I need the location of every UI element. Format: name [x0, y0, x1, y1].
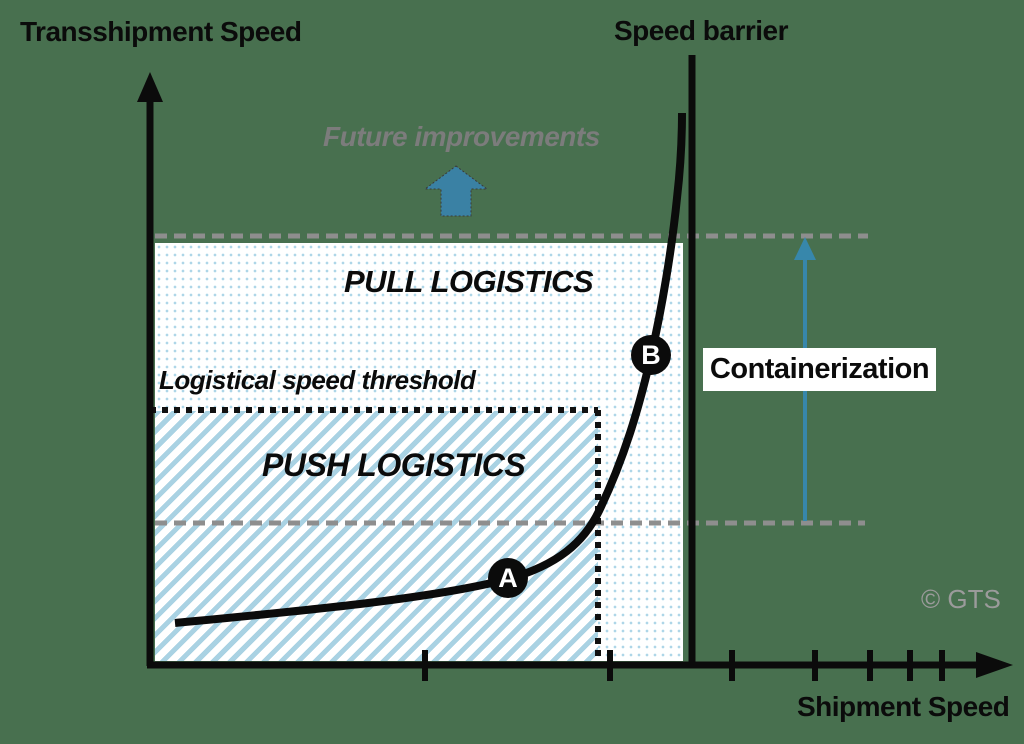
speed-curve	[174, 112, 686, 627]
y-axis-label: Transshipment Speed	[20, 16, 302, 47]
push-logistics-label: PUSH LOGISTICS	[262, 447, 526, 483]
copyright-watermark: © GTS	[921, 584, 1001, 614]
future-improvements-arrow-up-icon	[423, 165, 489, 217]
point-a-marker: A	[488, 558, 528, 598]
logistical-speed-threshold-label: Logistical speed threshold	[159, 365, 476, 395]
x-axis-arrowhead-icon	[976, 652, 1013, 678]
pull-logistics-label: PULL LOGISTICS	[344, 264, 594, 299]
speed-barrier-label: Speed barrier	[614, 15, 789, 46]
y-axis-arrowhead-icon	[137, 72, 163, 102]
containerization-label: Containerization	[703, 348, 936, 391]
point-b-marker: B	[631, 335, 671, 375]
x-axis-label: Shipment Speed	[797, 691, 1010, 722]
future-improvements-label: Future improvements	[323, 121, 600, 152]
containerization-arrow-up-icon	[794, 237, 816, 260]
